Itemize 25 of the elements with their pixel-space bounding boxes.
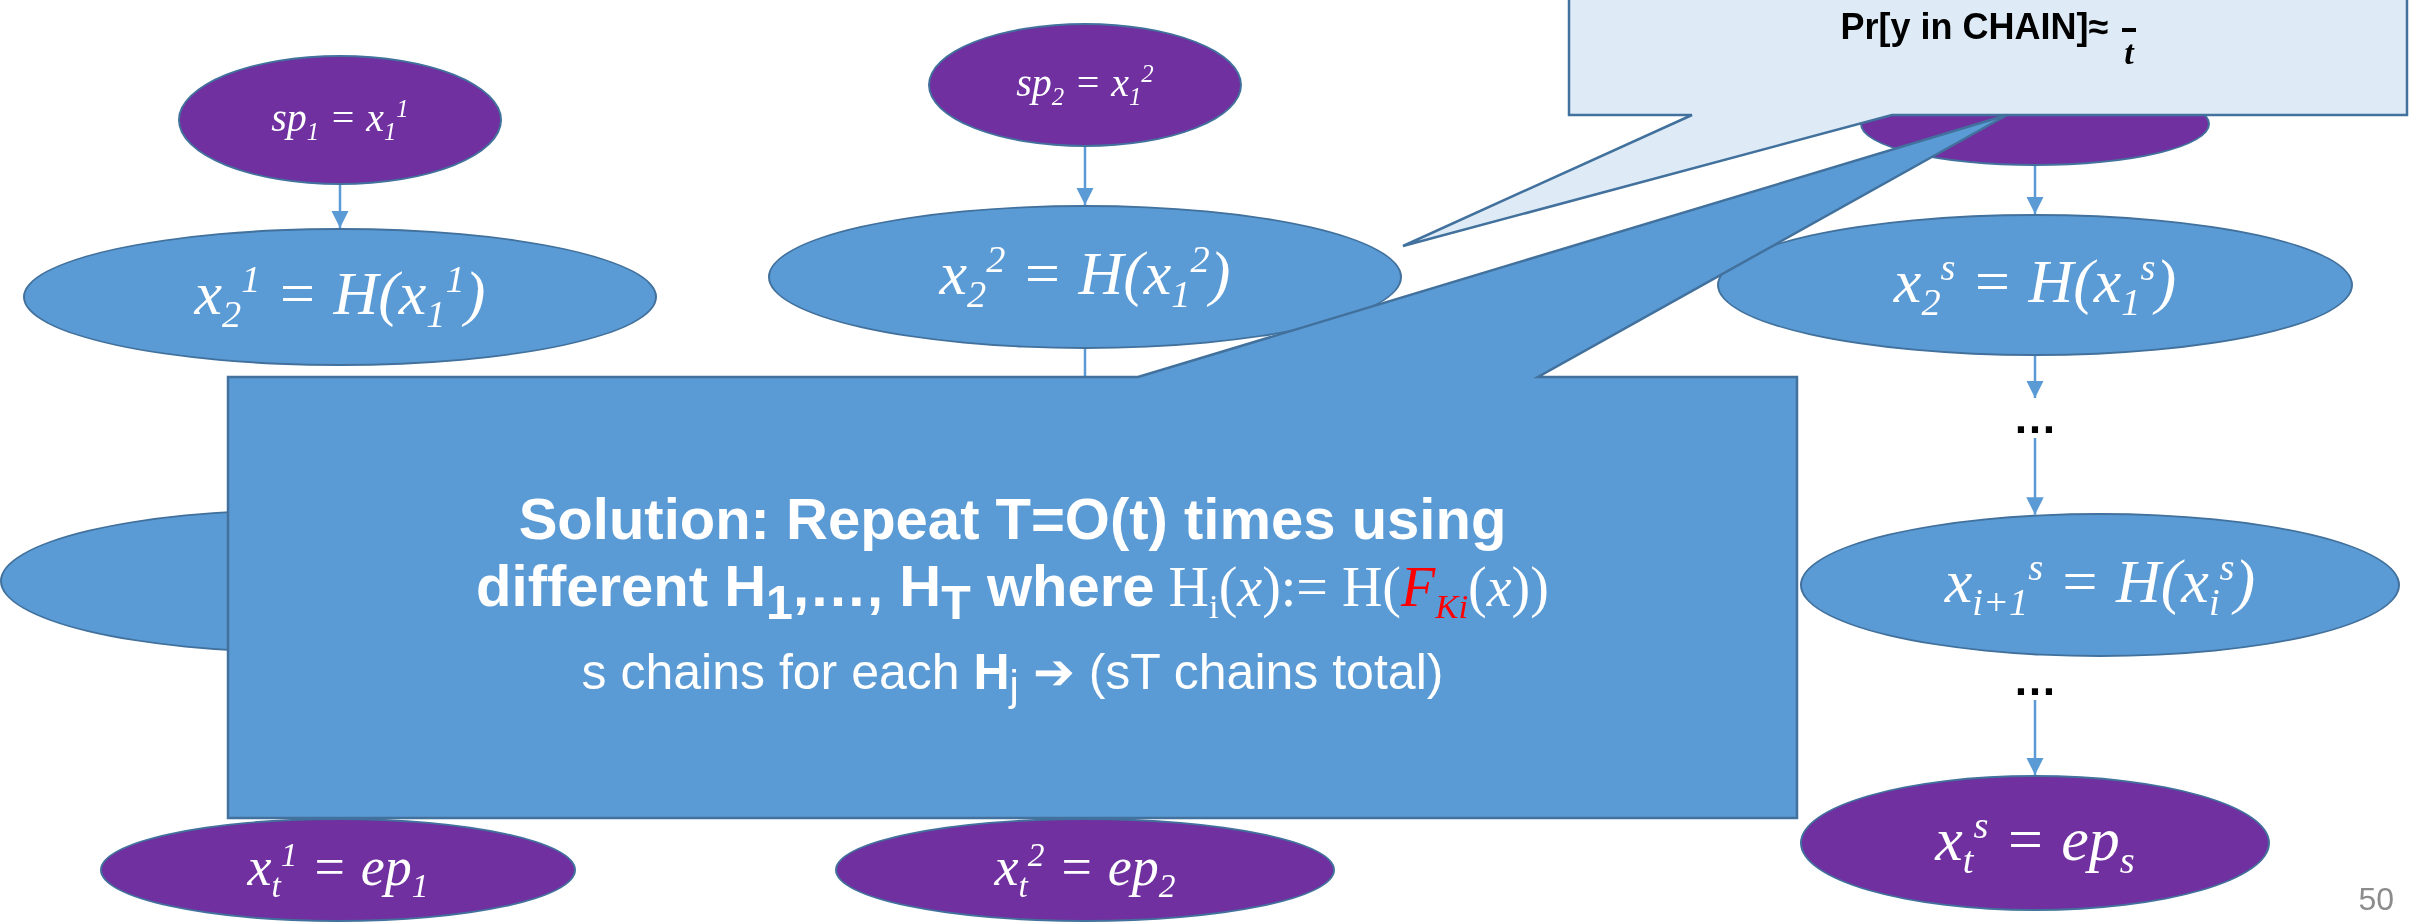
arrow (1076, 147, 1094, 205)
formula-text: x$_{2}$$^{2}$ = H(x$_{1}$$^{2}$) (939, 237, 1231, 317)
formula-text: x$_{2}$$^{s}$ = H(x$_{1}$$^{s}$) (1893, 245, 2177, 325)
arrow (2026, 438, 2044, 515)
formula-text: F$_{Ki}$ (1401, 554, 1469, 627)
fraction-denominator: t (2122, 28, 2136, 70)
formula-text: H$_{i}$(x):= H( (1168, 554, 1402, 627)
formula-text: x$_{t}$$^{1}$ = ep$_{1}$ (247, 835, 429, 905)
callout-text: Solution: Repeat T=O(t) times using (518, 484, 1507, 552)
arrow (2026, 166, 2044, 214)
ellipsis-text: … (2013, 658, 2057, 702)
formula-text: x$_{t}$$^{2}$ = ep$_{2}$ (994, 835, 1176, 905)
callout-text: s chains for each H$_{j}$ ➔ (sT chains total) (581, 643, 1444, 711)
arrow (2026, 356, 2044, 398)
formula-text: (x)) (1468, 554, 1549, 619)
callout-text: different H$_{1}$,…, H$_{T}$ where (476, 551, 1155, 630)
arrow (2026, 700, 2044, 775)
formula-text: x$_{t}$$^{s}$ = ep$_{s}$ (1935, 803, 2135, 883)
ellipsis-text: … (2013, 396, 2057, 440)
formula-text: x$_{i+1}$$^{s}$ = H(x$_{i}$$^{s}$) (1944, 545, 2256, 625)
arrow (331, 185, 349, 228)
connector-line (1083, 349, 1087, 377)
formula-text: x$_{2}$$^{1}$ = H(x$_{1}$$^{1}$) (194, 257, 486, 337)
probability-text: Pr[y in CHAIN]≈ (1840, 6, 2109, 48)
page-number: 50 (2358, 881, 2394, 918)
